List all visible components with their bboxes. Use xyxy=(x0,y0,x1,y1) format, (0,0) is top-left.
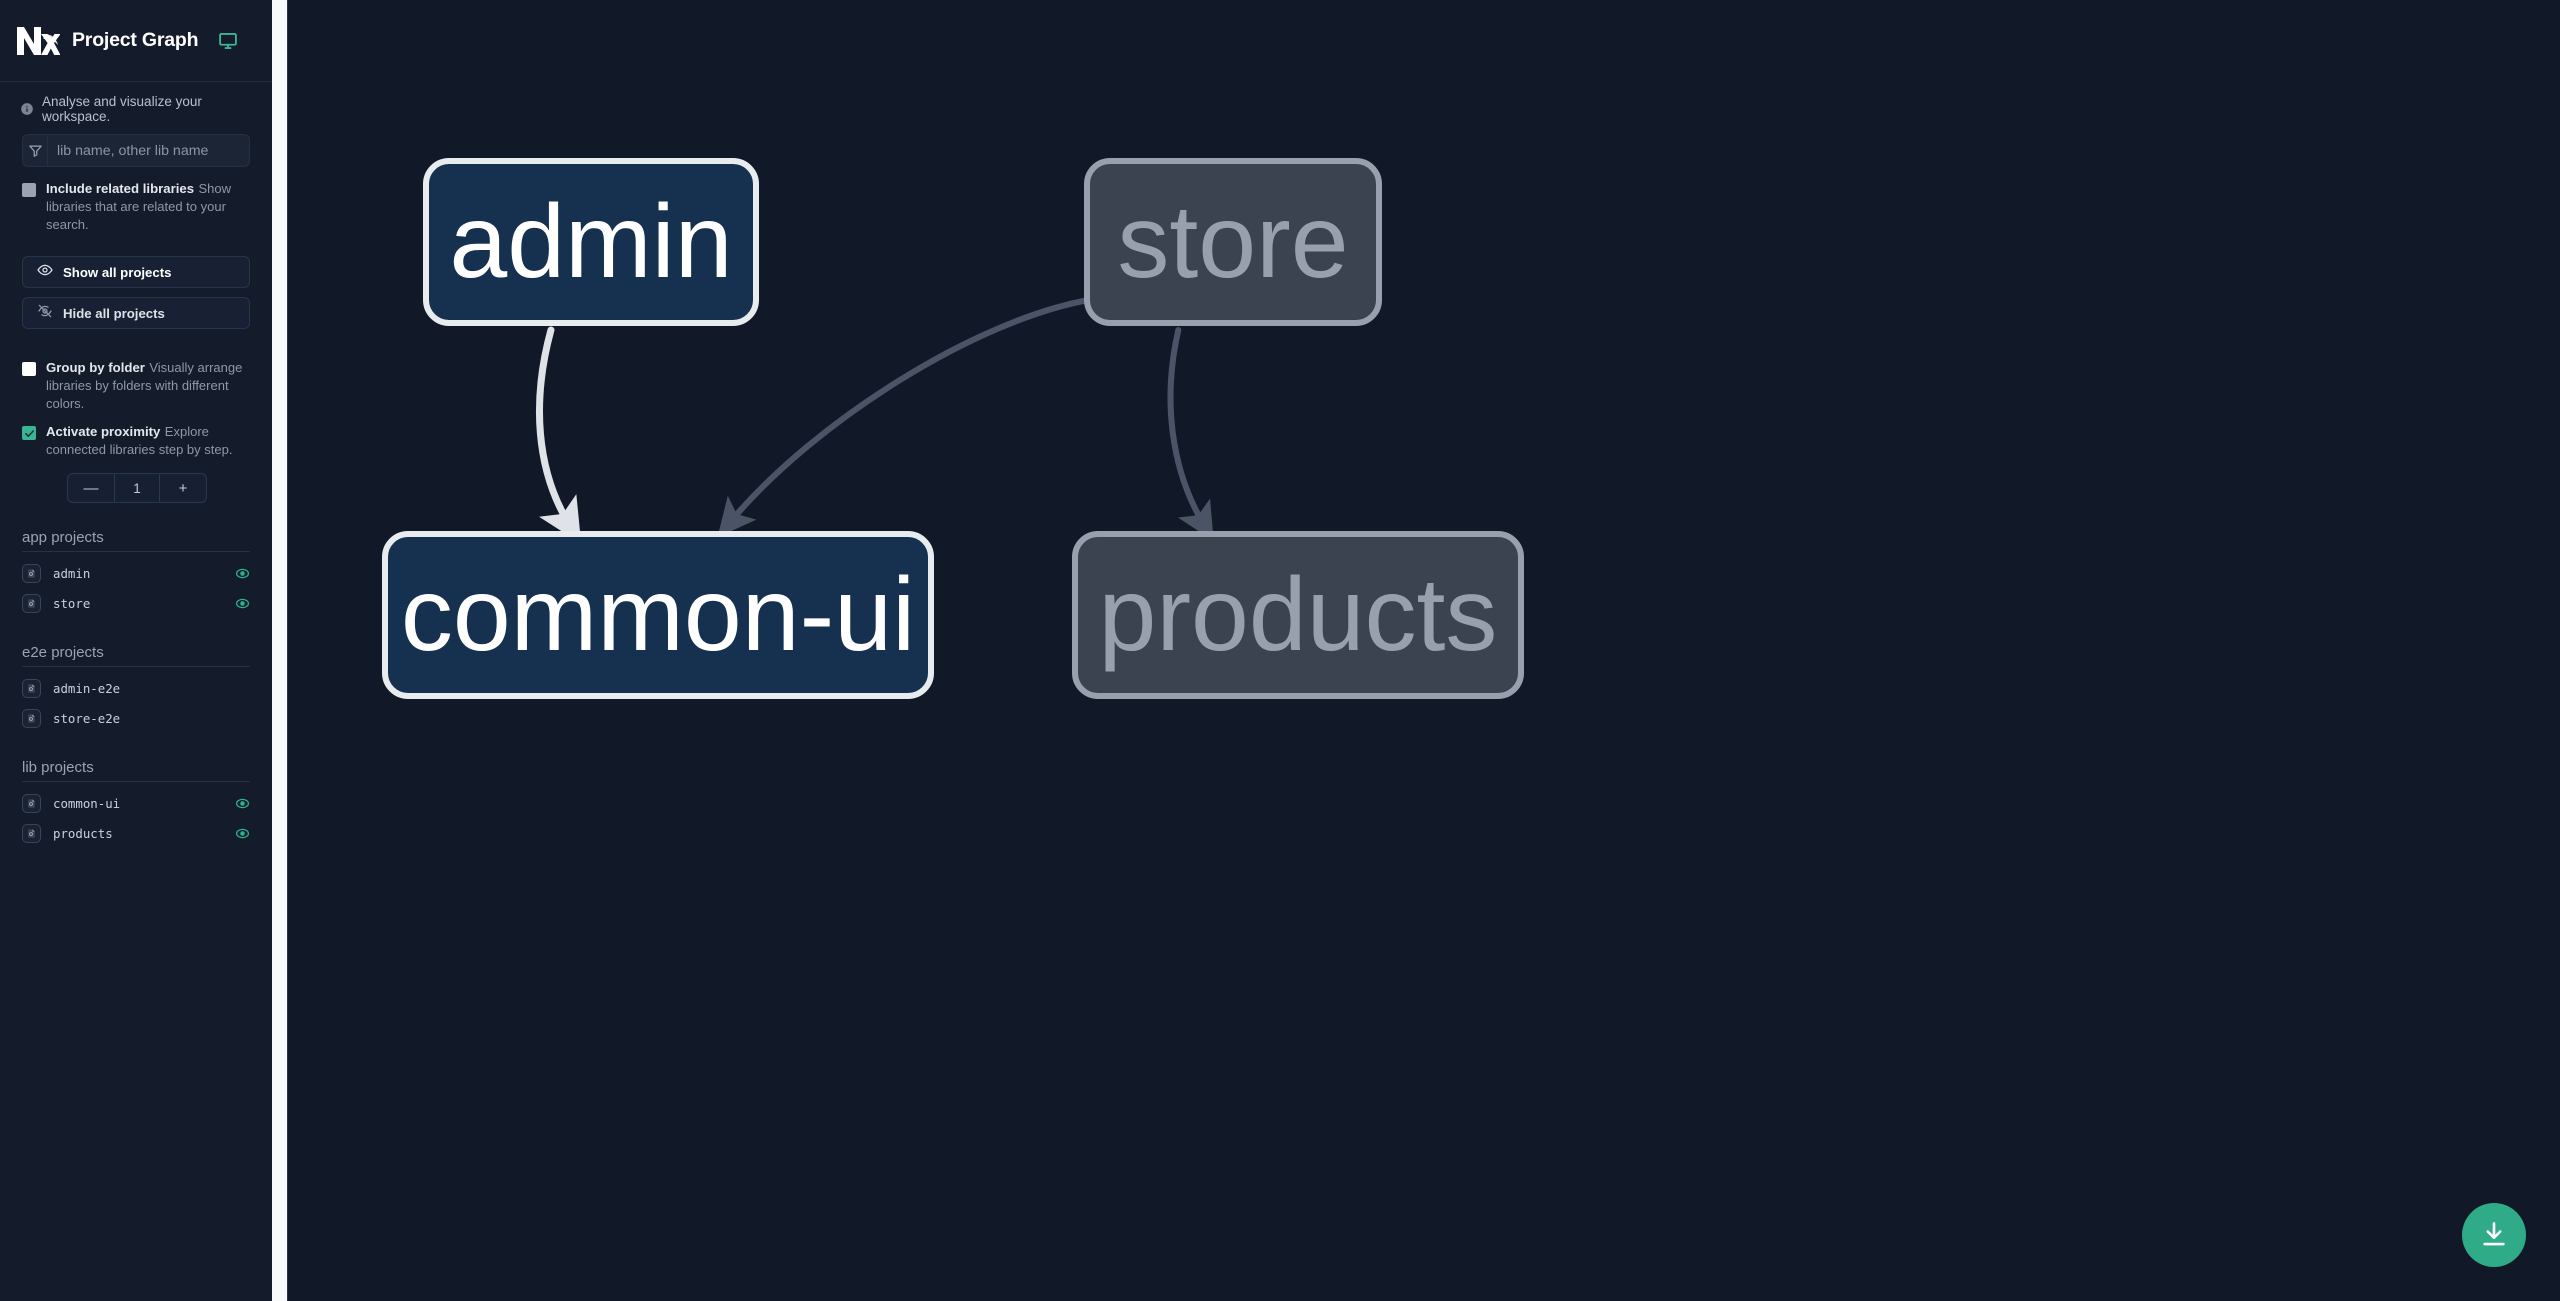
proximity-decrement-button[interactable]: — xyxy=(83,479,99,497)
eye-visible-icon[interactable] xyxy=(235,826,250,841)
graph-node-label: common-ui xyxy=(400,557,916,673)
graph-node-label: products xyxy=(1098,557,1498,673)
graph-canvas[interactable]: admin store common-ui products xyxy=(272,0,2560,1301)
eye-visible-icon[interactable] xyxy=(235,596,250,611)
project-row-store-e2e[interactable]: store-e2e xyxy=(22,703,250,733)
option-title: Activate proximity xyxy=(46,424,161,439)
graph-node-label: admin xyxy=(449,184,733,300)
graph-node-admin[interactable]: admin xyxy=(423,158,759,326)
graph-node-label: store xyxy=(1117,184,1349,300)
project-name: products xyxy=(53,825,113,841)
sidebar-edge xyxy=(287,0,288,1301)
project-row-admin[interactable]: admin xyxy=(22,558,250,588)
graph-node-products[interactable]: products xyxy=(1072,531,1524,699)
project-group-app-projects: app projects admin xyxy=(22,529,250,618)
tagline-text: Analyse and visualize your workspace. xyxy=(42,94,202,124)
proximity-value: 1 xyxy=(114,474,160,502)
divider xyxy=(22,666,250,667)
proximity-increment-button[interactable]: + xyxy=(178,479,188,497)
project-row-store[interactable]: store xyxy=(22,588,250,618)
option-include-related-libraries[interactable]: Include related libraries Show libraries… xyxy=(22,170,250,234)
checkbox-activate-proximity[interactable] xyxy=(22,426,36,440)
eye-icon xyxy=(37,262,53,283)
download-icon xyxy=(2479,1219,2509,1252)
project-icon xyxy=(22,793,41,813)
option-group-by-folder[interactable]: Group by folder Visually arrange librari… xyxy=(22,349,250,413)
graph-node-store[interactable]: store xyxy=(1084,158,1382,326)
option-description: Show libraries that are related to your … xyxy=(46,181,232,232)
group-title: lib projects xyxy=(22,759,94,776)
project-name: admin xyxy=(53,565,91,581)
download-image-button[interactable] xyxy=(2462,1203,2526,1267)
project-name: store-e2e xyxy=(53,710,121,726)
page-title: Project Graph xyxy=(72,29,199,51)
option-description: Visually arrange libraries by folders wi… xyxy=(46,360,243,411)
eye-visible-icon[interactable] xyxy=(235,796,250,811)
graph-edges xyxy=(535,297,1214,544)
eye-visible-icon[interactable] xyxy=(235,566,250,581)
checkbox-group-by-folder[interactable] xyxy=(22,362,36,376)
sidebar: Project Graph Analyse and visualize your… xyxy=(0,0,272,1301)
project-icon xyxy=(22,678,41,698)
project-group-lib-projects: lib projects common-ui xyxy=(22,759,250,848)
project-icon xyxy=(22,823,41,843)
monitor-icon[interactable] xyxy=(218,31,238,51)
search-field[interactable] xyxy=(22,134,250,167)
option-description: Explore connected libraries step by step… xyxy=(46,424,233,457)
filter-icon xyxy=(23,135,48,166)
edge-store-to-common-ui xyxy=(717,297,1092,538)
edge-admin-to-common-ui xyxy=(535,326,582,544)
graph-node-common-ui[interactable]: common-ui xyxy=(382,531,934,699)
project-icon xyxy=(22,563,41,583)
tagline: Analyse and visualize your workspace. xyxy=(0,82,272,124)
show-all-projects-label: Show all projects xyxy=(63,264,172,280)
sidebar-header: Project Graph xyxy=(0,0,272,82)
visibility-buttons: Show all projects Hide all projects xyxy=(22,256,250,329)
eye-off-icon xyxy=(37,303,53,324)
project-row-admin-e2e[interactable]: admin-e2e xyxy=(22,673,250,703)
edge-store-to-products xyxy=(1167,327,1214,542)
divider xyxy=(22,781,250,782)
project-icon xyxy=(22,593,41,613)
hide-all-projects-button[interactable]: Hide all projects xyxy=(22,297,250,329)
show-all-projects-button[interactable]: Show all projects xyxy=(22,256,250,288)
project-name: common-ui xyxy=(53,795,121,811)
checkbox-include-related-libraries[interactable] xyxy=(22,183,36,197)
project-name: admin-e2e xyxy=(53,680,121,696)
info-icon xyxy=(20,102,34,116)
sidebar-resize-handle[interactable] xyxy=(272,0,287,1301)
group-title: app projects xyxy=(22,529,104,546)
project-icon xyxy=(22,708,41,728)
option-activate-proximity[interactable]: Activate proximity Explore connected lib… xyxy=(22,413,250,459)
proximity-stepper[interactable]: — 1 + xyxy=(67,473,207,503)
search-input[interactable] xyxy=(48,135,249,166)
project-name: store xyxy=(53,595,91,611)
divider xyxy=(22,551,250,552)
project-row-products[interactable]: products xyxy=(22,818,250,848)
group-title: e2e projects xyxy=(22,644,104,661)
nx-logo xyxy=(14,21,61,61)
option-title: Group by folder xyxy=(46,360,145,375)
option-title: Include related libraries xyxy=(46,181,195,196)
project-row-common-ui[interactable]: common-ui xyxy=(22,788,250,818)
sidebar-body: Include related libraries Show libraries… xyxy=(0,122,272,1301)
hide-all-projects-label: Hide all projects xyxy=(63,305,165,321)
project-group-e2e-projects: e2e projects admin-e2e store-e2e xyxy=(22,644,250,733)
